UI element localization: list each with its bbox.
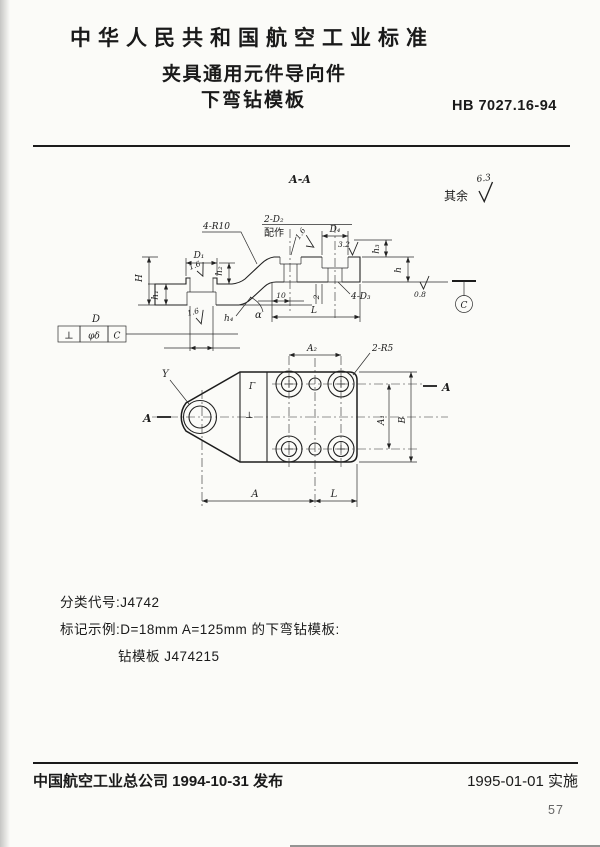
- section-material: [154, 256, 361, 306]
- svg-text:A: A: [250, 489, 258, 500]
- dim-h3: h₃: [372, 240, 389, 257]
- svg-text:C: C: [114, 332, 121, 342]
- dim-H: H: [135, 257, 152, 305]
- guide-hole: [186, 277, 217, 306]
- svg-text:D₄: D₄: [329, 225, 341, 235]
- roughness-08-icon: 0.8: [414, 275, 430, 299]
- classification-code: 分类代号:J4742: [60, 595, 160, 610]
- example-designation: 钻模板 J474215: [118, 649, 220, 664]
- page-number: 57: [548, 803, 564, 817]
- svg-text:C: C: [461, 301, 468, 311]
- callout-h4: h₄: [224, 296, 252, 324]
- svg-text:h₁: h₁: [151, 290, 161, 299]
- dim-h1: h₁: [151, 284, 169, 305]
- mark-gamma: Γ: [248, 382, 256, 392]
- section-centerlines: [289, 224, 336, 318]
- svg-text:2-D₂: 2-D₂: [263, 215, 284, 225]
- roughness-16-top-icon: 1.6: [187, 259, 209, 278]
- implementation-date: 1995-01-01 实施: [467, 773, 578, 790]
- svg-text:3.2: 3.2: [338, 240, 350, 249]
- svg-text:4-D₃: 4-D₃: [350, 292, 371, 302]
- dim-a2: A₂: [289, 344, 341, 358]
- callout-y: Y: [162, 369, 190, 405]
- dim-a-bottom: A L: [202, 464, 358, 507]
- section-view-title: A-A: [288, 173, 311, 186]
- svg-text:1.6: 1.6: [186, 306, 200, 318]
- roughness-check-icon: [478, 181, 494, 203]
- plan-view: Γ ⊥ A₂: [142, 344, 451, 507]
- footer-rule: [33, 762, 578, 764]
- svg-text:A₂: A₂: [306, 344, 317, 354]
- svg-text:h₄: h₄: [224, 314, 234, 324]
- svg-text:h₂: h₂: [215, 266, 225, 276]
- dim-L-section: L: [272, 306, 360, 320]
- roughness-16-bottom-icon: 1.6: [186, 306, 207, 326]
- publisher-line: 中国航空工业总公司 1994-10-31 发布: [33, 773, 284, 790]
- svg-text:10: 10: [276, 291, 286, 300]
- rest-roughness-value: 6.3: [476, 173, 492, 185]
- dim-2: 2: [312, 284, 323, 304]
- dim-d1: D₁: [185, 251, 218, 276]
- section-mark-left: A: [142, 412, 171, 425]
- roughness-32-icon: 3.2: [338, 240, 359, 256]
- svg-text:B: B: [398, 416, 408, 424]
- document-title-line1: 夹具通用元件导向件: [162, 64, 347, 85]
- standard-title: 中华人民共和国航空工业标准: [70, 27, 434, 50]
- svg-text:L: L: [310, 306, 317, 316]
- dim-alpha: α: [249, 296, 264, 321]
- callout-4d3: 4-D₃: [337, 281, 371, 302]
- dim-d4: D₄: [321, 225, 349, 255]
- svg-text:A₁: A₁: [377, 415, 387, 426]
- callout-2d2: 2-D₂ 配作: [262, 215, 352, 256]
- header-rule: [33, 145, 570, 147]
- roughness-16-mid-icon: 1.6: [293, 226, 318, 251]
- plan-centerlines: [152, 356, 448, 507]
- svg-text:Y: Y: [162, 369, 170, 380]
- svg-text:2: 2: [312, 294, 321, 300]
- dim-b: B: [359, 371, 417, 463]
- svg-text:A: A: [142, 412, 152, 425]
- standard-number: HB 7027.16-94: [452, 98, 557, 114]
- mark-perp: ⊥: [245, 411, 253, 421]
- marking-example: 标记示例:D=18mm A=125mm 的下弯钻模板:: [60, 622, 340, 637]
- svg-text:H: H: [135, 274, 145, 283]
- rest-label: 其余: [444, 188, 468, 203]
- technical-drawing: A-A 其余 6.3: [57, 173, 494, 507]
- dim-h: h: [394, 257, 411, 282]
- svg-text:A: A: [441, 381, 451, 394]
- svg-text:D: D: [91, 314, 100, 325]
- plan-outline: [180, 371, 358, 463]
- svg-text:0.8: 0.8: [414, 290, 426, 299]
- svg-text:1.6: 1.6: [187, 259, 202, 272]
- dim-a1: A₁: [377, 384, 392, 449]
- datum-c-icon: C: [452, 280, 476, 313]
- svg-text:4-R10: 4-R10: [202, 222, 230, 232]
- svg-text:h: h: [394, 267, 404, 273]
- svg-text:h₃: h₃: [372, 244, 382, 254]
- hole-d2: [279, 256, 302, 283]
- perpendicularity-icon: ⊥: [64, 331, 73, 342]
- dim-10: 10: [258, 291, 304, 304]
- feature-control-frame: D ⊥ φδ C: [57, 314, 240, 351]
- section-mark-right: A: [423, 381, 451, 394]
- svg-text:2-R5: 2-R5: [371, 344, 394, 354]
- section-view: A-A 其余 6.3: [57, 173, 494, 351]
- svg-text:φδ: φδ: [88, 332, 100, 342]
- svg-text:配作: 配作: [264, 227, 284, 239]
- dim-h2: h₂: [215, 262, 235, 284]
- svg-text:α: α: [255, 310, 262, 321]
- document-title-line2: 下弯钻模板: [201, 90, 307, 111]
- svg-text:L: L: [330, 489, 338, 500]
- svg-text:D₁: D₁: [193, 251, 205, 261]
- general-roughness-icon: 其余 6.3: [444, 173, 494, 203]
- callout-2r5: 2-R5: [352, 344, 394, 376]
- callout-4r10: 4-R10: [202, 222, 258, 265]
